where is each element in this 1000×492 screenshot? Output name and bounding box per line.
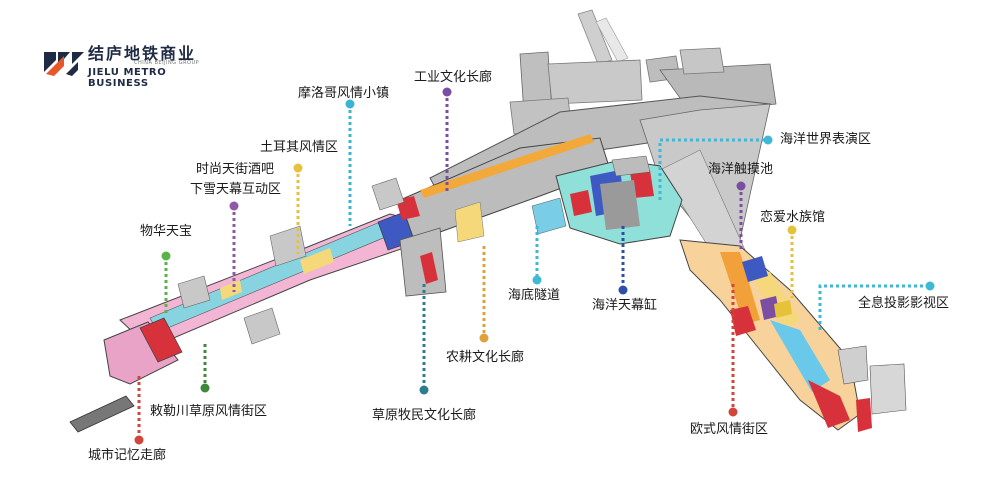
aquarium-center xyxy=(531,155,683,245)
zone-label-haiyangtm: 海洋天幕缸 xyxy=(592,298,658,313)
zone-label-quanxi: 全息投影影视区 xyxy=(858,296,950,311)
zone-label-chilechuan: 敕勒川草原风情街区 xyxy=(150,404,268,419)
zone-label-chengshi: 城市记忆走廊 xyxy=(88,448,167,463)
logo-mark-icon xyxy=(44,52,84,76)
zone-label-haidi: 海底隧道 xyxy=(508,288,561,303)
southeast-corridor xyxy=(679,239,907,432)
zone-label-shishang-2: 下雪天幕互动区 xyxy=(190,182,282,197)
north-entrance-block xyxy=(509,9,777,135)
zone-label-haiyangsj: 海洋世界表演区 xyxy=(780,132,872,147)
leader-dots xyxy=(134,87,935,445)
west-end-block xyxy=(69,225,307,433)
logo-tagline: CHINA BEIJING GROUP xyxy=(134,60,200,66)
zone-label-gongye: 工业文化长廊 xyxy=(414,70,493,85)
zone-label-nonggeng: 农耕文化长廊 xyxy=(446,350,525,365)
logo-name-cn: 结庐地铁商业 xyxy=(88,44,197,63)
leader-lines xyxy=(137,92,930,440)
zone-label-tuerqi: 土耳其风情区 xyxy=(260,140,339,155)
zone-label-caoyuan: 草原牧民文化长廊 xyxy=(372,408,477,423)
zone-label-wuhua: 物华天宝 xyxy=(140,224,193,239)
zone-label-lianai: 恋爱水族馆 xyxy=(760,210,826,225)
brand-logo: 结庐地铁商业 CHINA BEIJING GROUP JIELU METRO B… xyxy=(42,40,212,90)
zone-label-haiyangcm: 海洋触摸池 xyxy=(708,162,774,177)
zone-label-ou: 欧式风情街区 xyxy=(690,422,769,437)
zone-label-moluoge: 摩洛哥风情小镇 xyxy=(298,86,390,101)
logo-name-en: JIELU METRO BUSINESS xyxy=(88,67,167,89)
middle-corridor xyxy=(371,134,611,297)
zone-label-shishang: 时尚天街酒吧 xyxy=(196,162,275,177)
